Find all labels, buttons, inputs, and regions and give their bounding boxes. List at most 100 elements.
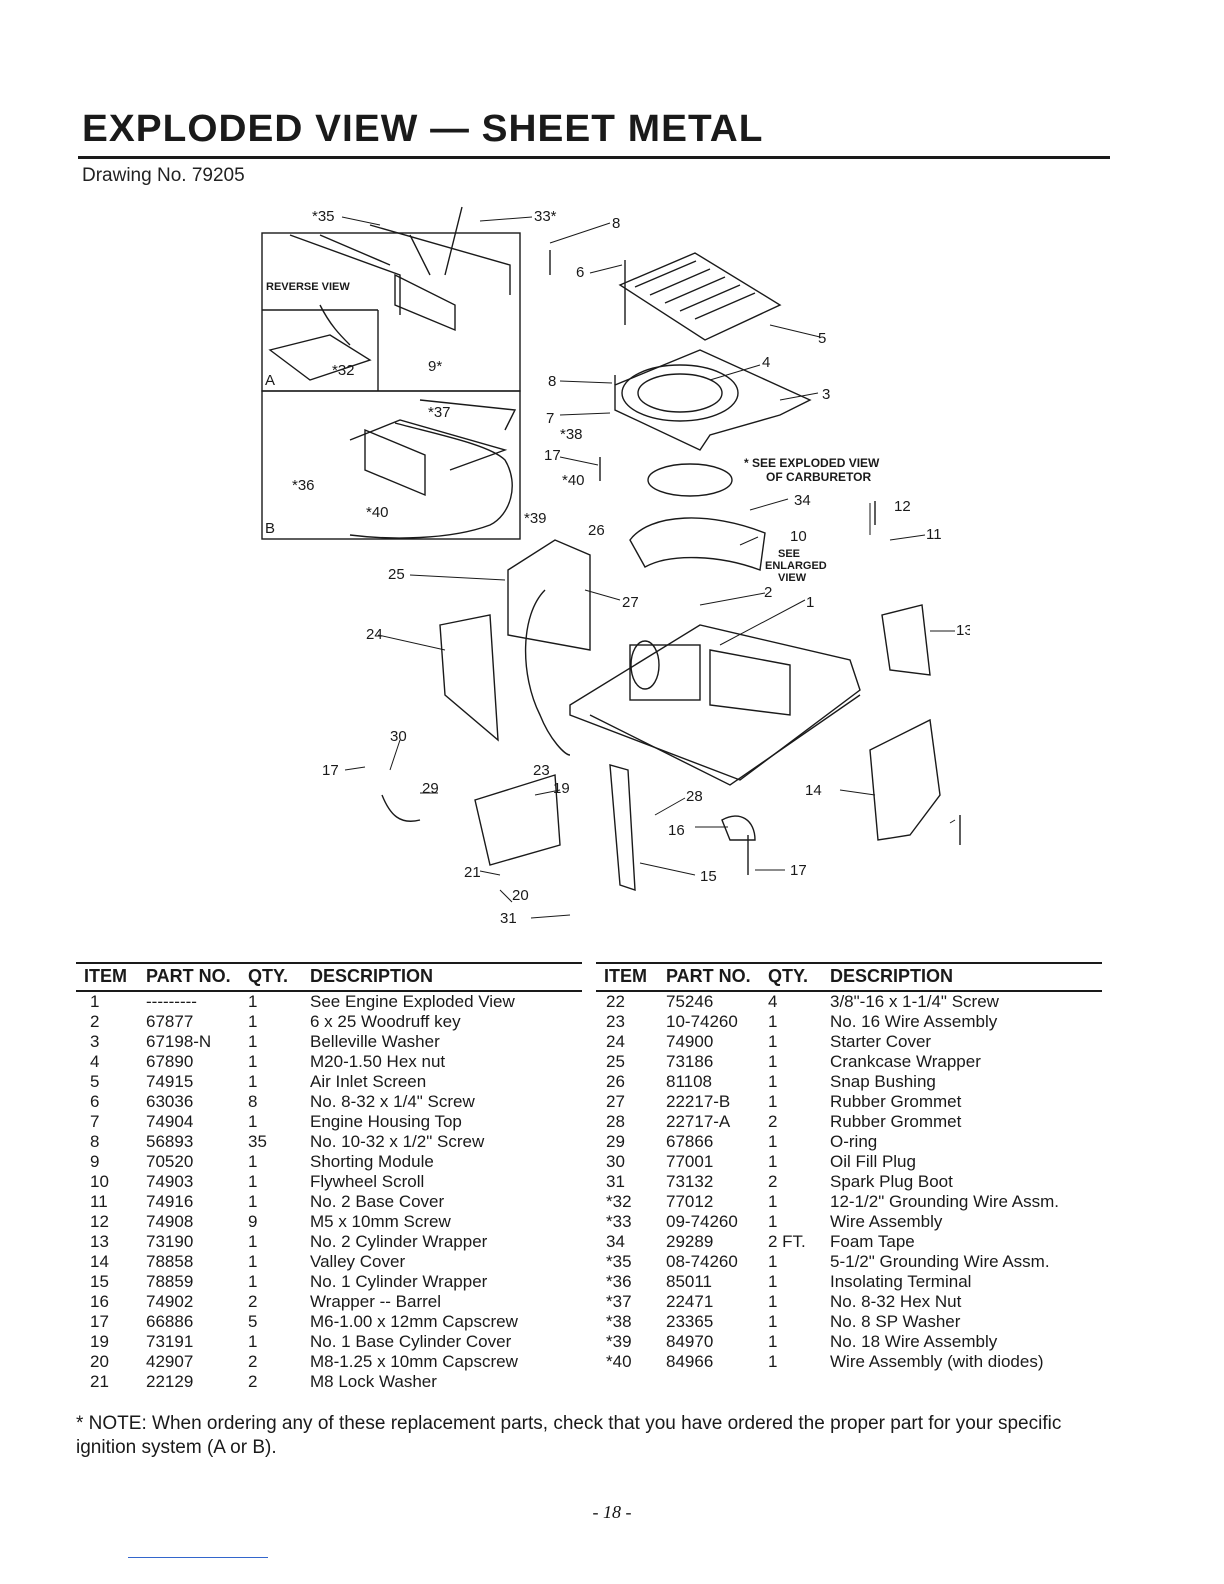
quantity: 1 [768, 1032, 778, 1051]
callout-16: 16 [668, 822, 685, 839]
callout-30: 30 [390, 728, 407, 745]
page-number: - 18 - [592, 1502, 632, 1522]
quantity: 1 [768, 1192, 778, 1211]
quantity: 1 [248, 1172, 258, 1191]
part-number: 23365 [666, 1312, 714, 1331]
part-number: 42907 [146, 1352, 194, 1371]
item-number: 6 [90, 1092, 100, 1111]
description: No. 8-32 x 1/4" Screw [310, 1092, 475, 1111]
callout-17: 17 [544, 447, 561, 464]
description: Shorting Module [310, 1152, 434, 1171]
enlarged-note-line1: SEE [778, 548, 800, 560]
description: No. 8-32 Hex Nut [830, 1292, 962, 1311]
quantity: 1 [768, 1312, 778, 1331]
part-number: --------- [146, 992, 197, 1011]
part-number: 74902 [146, 1292, 194, 1311]
part-number: 77001 [666, 1152, 714, 1171]
description: Rubber Grommet [830, 1092, 962, 1111]
description: No. 2 Cylinder Wrapper [310, 1232, 488, 1251]
part-number: 09-74260 [666, 1212, 738, 1231]
callout-40b: *40 [366, 504, 389, 521]
description: Air Inlet Screen [310, 1072, 427, 1091]
callout-19: 19 [553, 780, 570, 797]
quantity: 1 [768, 1252, 778, 1271]
part-number: 67866 [666, 1132, 714, 1151]
part-number: 74900 [666, 1032, 714, 1051]
callout-29: 29 [422, 780, 439, 797]
description: M6-1.00 x 12mm Capscrew [310, 1312, 518, 1331]
part-number: 84966 [666, 1352, 714, 1371]
carburetor-note-line1: * SEE EXPLODED VIEW [744, 456, 880, 470]
part-number: 08-74260 [666, 1252, 738, 1271]
item-number: 13 [90, 1232, 109, 1251]
quantity: 1 [248, 1272, 258, 1291]
item-number: *39 [606, 1332, 632, 1351]
quantity: 2 [248, 1292, 258, 1311]
part-number: 84970 [666, 1332, 714, 1351]
callout-39: *39 [524, 510, 547, 527]
callout-25: 25 [388, 566, 405, 583]
callout-4: 4 [762, 354, 770, 371]
part-number: 67890 [146, 1052, 194, 1071]
part-number: 67198-N [146, 1032, 212, 1051]
description: No. 8 SP Washer [830, 1312, 961, 1331]
callout-12: 12 [894, 498, 911, 515]
callout-5: 5 [818, 330, 826, 347]
quantity: 1 [768, 1332, 778, 1351]
part-number: 73186 [666, 1052, 714, 1071]
item-number: 20 [90, 1352, 109, 1371]
part-number: 81108 [666, 1072, 713, 1091]
description: No. 16 Wire Assembly [830, 1012, 998, 1031]
description: M20-1.50 Hex nut [310, 1052, 446, 1071]
description: See Engine Exploded View [310, 992, 515, 1011]
item-number: *35 [606, 1252, 632, 1271]
ordering-note: * NOTE: When ordering any of these repla… [76, 1413, 1062, 1458]
header-part-no: PART NO. [146, 962, 248, 992]
quantity: 1 [768, 1052, 778, 1071]
quantity: 8 [248, 1092, 258, 1111]
header-item: ITEM [596, 962, 666, 992]
item-number: 8 [90, 1132, 100, 1151]
description: 5-1/2" Grounding Wire Assm. [830, 1252, 1050, 1271]
callout-40: *40 [562, 472, 585, 489]
callout-37: *37 [428, 404, 451, 421]
quantity: 2 FT. [768, 1232, 806, 1251]
description: Engine Housing Top [310, 1112, 462, 1131]
item-number: 31 [606, 1172, 625, 1191]
callout-8b: 8 [548, 373, 556, 390]
item-number: *33 [606, 1212, 632, 1231]
item-number: 17 [90, 1312, 109, 1331]
inset-b-frame [261, 390, 521, 540]
quantity: 5 [248, 1312, 258, 1331]
description: Valley Cover [310, 1252, 406, 1271]
description: No. 1 Base Cylinder Cover [310, 1332, 512, 1351]
quantity: 1 [248, 1332, 258, 1351]
quantity: 1 [768, 1012, 778, 1031]
callout-32: *32 [332, 362, 355, 379]
description: Belleville Washer [310, 1032, 440, 1051]
part-number: 22717-A [666, 1112, 731, 1131]
part-number: 70520 [146, 1152, 194, 1171]
item-number: 9 [90, 1152, 100, 1171]
quantity: 1 [768, 1272, 778, 1291]
description: No. 2 Base Cover [310, 1192, 445, 1211]
callout-36: *36 [292, 477, 315, 494]
callout-13: 13 [956, 622, 970, 639]
quantity: 1 [248, 1012, 258, 1031]
item-number: *40 [606, 1352, 632, 1371]
